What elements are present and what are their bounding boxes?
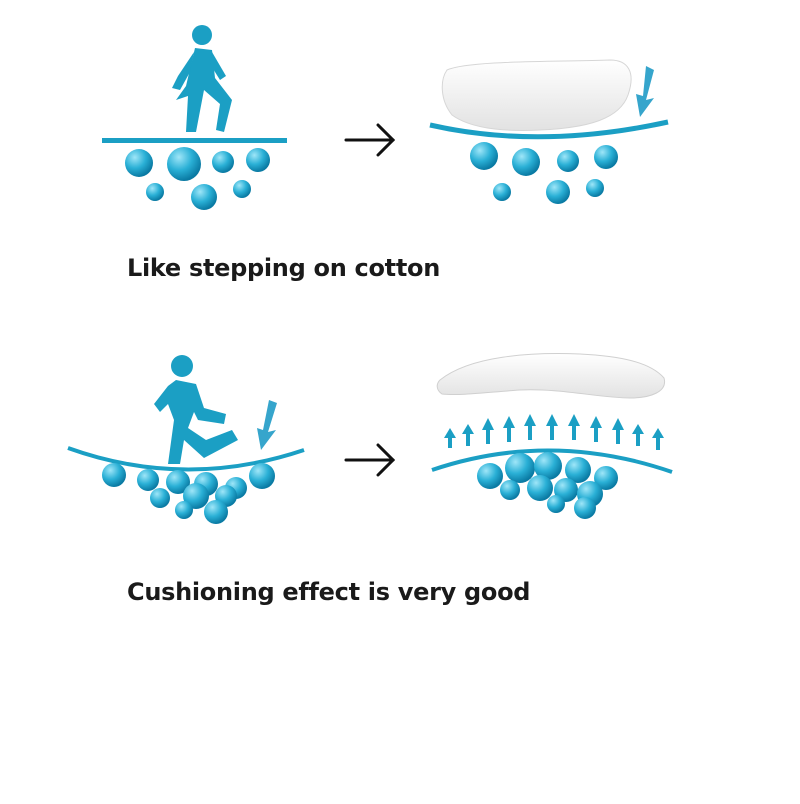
- panel-insole-press: [430, 60, 668, 204]
- up-arrow-icons: [444, 414, 664, 450]
- down-arrow-icon: [636, 66, 654, 117]
- foam-balls: [102, 463, 275, 524]
- panel-walking: [102, 25, 287, 210]
- right-arrow-icon: [346, 445, 393, 475]
- panel-running: [68, 355, 304, 524]
- walking-person-icon: [172, 25, 232, 132]
- right-arrow-icon: [346, 125, 393, 155]
- insole-icon: [442, 60, 631, 130]
- insole-icon: [437, 354, 664, 398]
- ground-line: [102, 138, 287, 143]
- caption-cushioning-effect: Cushioning effect is very good: [127, 578, 530, 606]
- foam-balls: [477, 452, 618, 519]
- foam-balls: [125, 147, 270, 210]
- foam-balls: [470, 142, 618, 204]
- running-person-icon: [154, 355, 238, 464]
- caption-stepping-on-cotton: Like stepping on cotton: [127, 254, 440, 282]
- panel-rebound: [432, 354, 672, 519]
- down-arrow-icon: [257, 400, 277, 450]
